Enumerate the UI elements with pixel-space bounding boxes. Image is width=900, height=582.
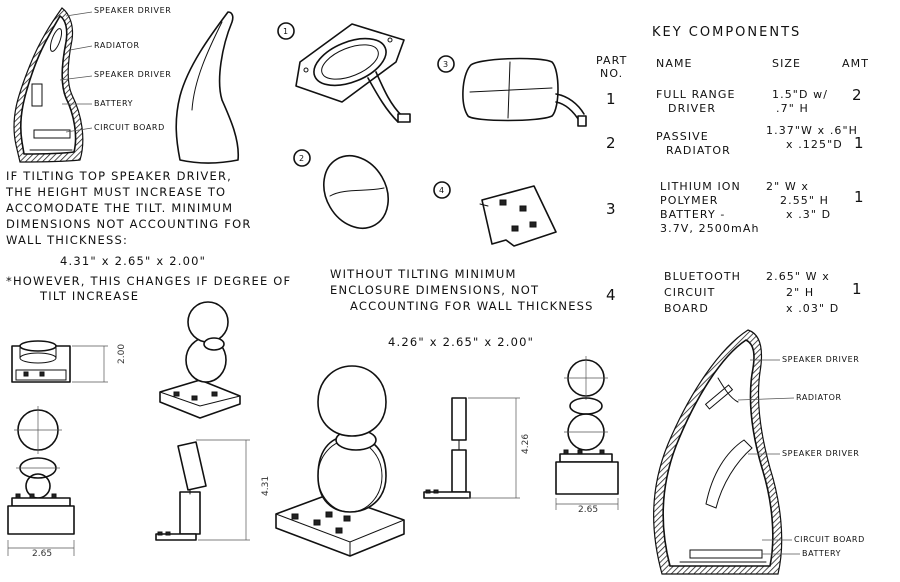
front-view-stack-c: 2.65 — [555, 356, 619, 515]
row-2-name-2: RADIATOR — [666, 144, 731, 157]
tilt-note-line-1: IF TILTING TOP SPEAKER DRIVER, — [6, 169, 232, 183]
row-2-size-2: x .125"D — [786, 138, 843, 151]
label-radiator-2: RADIATOR — [796, 393, 842, 402]
label-battery-1: BATTERY — [94, 99, 133, 108]
tilt-dimensions: 4.31" x 2.65" x 2.00" — [60, 254, 206, 268]
header-name: NAME — [656, 57, 693, 70]
dim-width-c: 2.65 — [578, 505, 598, 515]
row-4-size-2: 2" H — [786, 286, 814, 299]
label-radiator-1: RADIATOR — [94, 41, 140, 50]
row-3-size-1: 2" W x — [766, 180, 809, 193]
row-4-no: 4 — [606, 286, 616, 304]
key-components-table: KEY COMPONENTS PART NO. NAME SIZE AMT 1 … — [596, 25, 869, 315]
dim-width-a: 2.65 — [32, 549, 52, 559]
tilt-note-line-4: DIMENSIONS NOT ACCOUNTING FOR — [6, 217, 252, 231]
no-tilt-line-3: ACCOUNTING FOR WALL THICKNESS — [350, 299, 594, 313]
part-3-battery-sketch: 3 — [437, 55, 587, 127]
row-1-size-2: .7" H — [776, 102, 809, 115]
row-2-name-1: PASSIVE — [656, 130, 709, 143]
iso-view-large — [275, 365, 405, 557]
enclosure-section-large — [653, 329, 783, 575]
row-3-name-2: POLYMER — [660, 194, 718, 207]
part-4-board-sketch: 4 — [433, 181, 557, 247]
table-title: KEY COMPONENTS — [652, 25, 801, 40]
row-4-amt: 1 — [852, 280, 862, 298]
part-2-number: 2 — [299, 154, 305, 163]
part-1-number: 1 — [283, 27, 289, 36]
tilt-note-line-3: ACCOMODATE THE TILT. MINIMUM — [6, 201, 233, 215]
row-3-amt: 1 — [854, 188, 864, 206]
tilt-note-line-2: THE HEIGHT MUST INCREASE TO — [5, 185, 226, 199]
stack-view-a: 2.65 — [7, 406, 75, 559]
label-battery-2: BATTERY — [802, 549, 841, 558]
side-view-tilted: 4.31 — [155, 439, 271, 541]
row-4-size-3: x .03" D — [786, 302, 839, 315]
no-tilt-note: WITHOUT TILTING MINIMUM ENCLOSURE DIMENS… — [330, 267, 594, 349]
no-tilt-dimensions: 4.26" x 2.65" x 2.00" — [388, 335, 534, 349]
label-speaker-driver-1: SPEAKER DRIVER — [94, 6, 171, 15]
row-3-name-1: LITHIUM ION — [660, 180, 741, 193]
row-4-name-3: BOARD — [664, 302, 709, 315]
part-2-radiator-sketch: 2 — [293, 149, 389, 229]
front-view-assembly-a: 2.00 — [11, 340, 127, 383]
tilt-footnote-line-1: *HOWEVER, THIS CHANGES IF DEGREE OF — [6, 274, 291, 288]
row-2-no: 2 — [606, 134, 616, 152]
no-tilt-line-2: ENCLOSURE DIMENSIONS, NOT — [330, 283, 539, 297]
row-1-name-1: FULL RANGE — [656, 88, 736, 101]
row-2-size-1: 1.37"W x .6"H — [766, 124, 858, 137]
label-circuit-board-1: CIRCUIT BOARD — [94, 123, 165, 132]
part-3-number: 3 — [443, 60, 449, 69]
enclosure-section-small — [13, 7, 84, 163]
dim-height-a: 2.00 — [117, 344, 127, 364]
side-view-straight: 4.26 — [423, 397, 531, 499]
part-1-driver-sketch: 1 — [277, 22, 411, 123]
tilt-note-line-5: WALL THICKNESS: — [6, 233, 128, 247]
label-circuit-board-2: CIRCUIT BOARD — [794, 535, 865, 544]
dim-height-b: 4.31 — [261, 476, 271, 496]
iso-view-small — [159, 301, 241, 419]
row-4-name-2: CIRCUIT — [664, 286, 715, 299]
row-4-name-1: BLUETOOTH — [664, 270, 741, 283]
row-1-no: 1 — [606, 90, 616, 108]
enclosure-exterior-view — [175, 11, 240, 164]
part-4-number: 4 — [439, 186, 445, 195]
header-size: SIZE — [772, 57, 801, 70]
labels-large-section: SPEAKER DRIVER RADIATOR SPEAKER DRIVER C… — [737, 355, 865, 558]
row-1-name-2: DRIVER — [668, 102, 716, 115]
no-tilt-line-1: WITHOUT TILTING MINIMUM — [330, 267, 517, 281]
label-speaker-driver-3: SPEAKER DRIVER — [782, 355, 859, 364]
row-3-name-3: BATTERY - — [660, 208, 725, 221]
header-amt: AMT — [842, 57, 869, 70]
row-1-amt: 2 — [852, 86, 862, 104]
dim-height-c: 4.26 — [521, 434, 531, 454]
row-3-no: 3 — [606, 200, 616, 218]
row-3-name-4: 3.7V, 2500mAh — [660, 222, 760, 235]
row-2-amt: 1 — [854, 134, 864, 152]
row-1-size-1: 1.5"D w/ — [772, 88, 828, 101]
tilt-footnote-line-2: TILT INCREASE — [39, 289, 139, 303]
row-4-size-1: 2.65" W x — [766, 270, 830, 283]
header-part: PART — [596, 54, 627, 67]
row-3-size-2: 2.55" H — [780, 194, 829, 207]
tilt-note: IF TILTING TOP SPEAKER DRIVER, THE HEIGH… — [5, 169, 291, 303]
header-part-no: NO. — [600, 67, 623, 80]
label-speaker-driver-4: SPEAKER DRIVER — [782, 449, 859, 458]
labels-small-section: SPEAKER DRIVER RADIATOR SPEAKER DRIVER B… — [59, 6, 171, 133]
label-speaker-driver-2: SPEAKER DRIVER — [94, 70, 171, 79]
row-3-size-3: x .3" D — [786, 208, 831, 221]
